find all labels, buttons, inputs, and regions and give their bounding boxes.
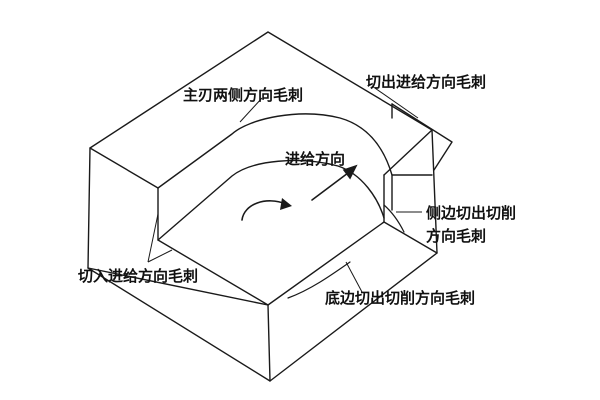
label-side-exit-burr-line1: 侧边切出切削 [426,204,517,222]
label-feed-direction: 进给方向 [285,150,346,168]
label-entry-feed-burr: 切入进给方向毛刺 [78,267,199,285]
block-bottom-left-edge [87,267,269,306]
feed-direction-arrow-head [342,164,358,180]
pocket-floor-curve [157,159,385,241]
label-side-exit-burr-line2: 方向毛刺 [426,227,487,245]
label-main-edge-burr: 主刃两侧方向毛刺 [183,86,304,104]
pocket-back-rim [157,113,433,189]
feed-direction-arrow-line [311,169,353,201]
pocket-right-top [383,129,433,176]
pocket-floor-front [267,221,385,306]
leader-entry-feed-2 [147,249,173,263]
label-bottom-exit-burr: 底边切出切削方向毛刺 [325,289,476,307]
side-burr-mark [383,204,405,233]
leader-exit-feed [371,85,419,119]
leader-bottom-exit [345,261,363,293]
top-left-rim [89,147,159,189]
leader-entry-feed-1 [147,213,159,263]
block-front-edge [267,304,271,382]
rotation-arrow-icon [241,200,287,221]
bottom-burr-mark [287,261,351,299]
block-right-bottom [383,221,438,254]
leader-main-edge [239,97,263,123]
label-exit-feed-burr: 切出进给方向毛刺 [366,73,487,91]
rotation-arrow-head [280,198,292,210]
exit-burr-flap [391,103,453,171]
